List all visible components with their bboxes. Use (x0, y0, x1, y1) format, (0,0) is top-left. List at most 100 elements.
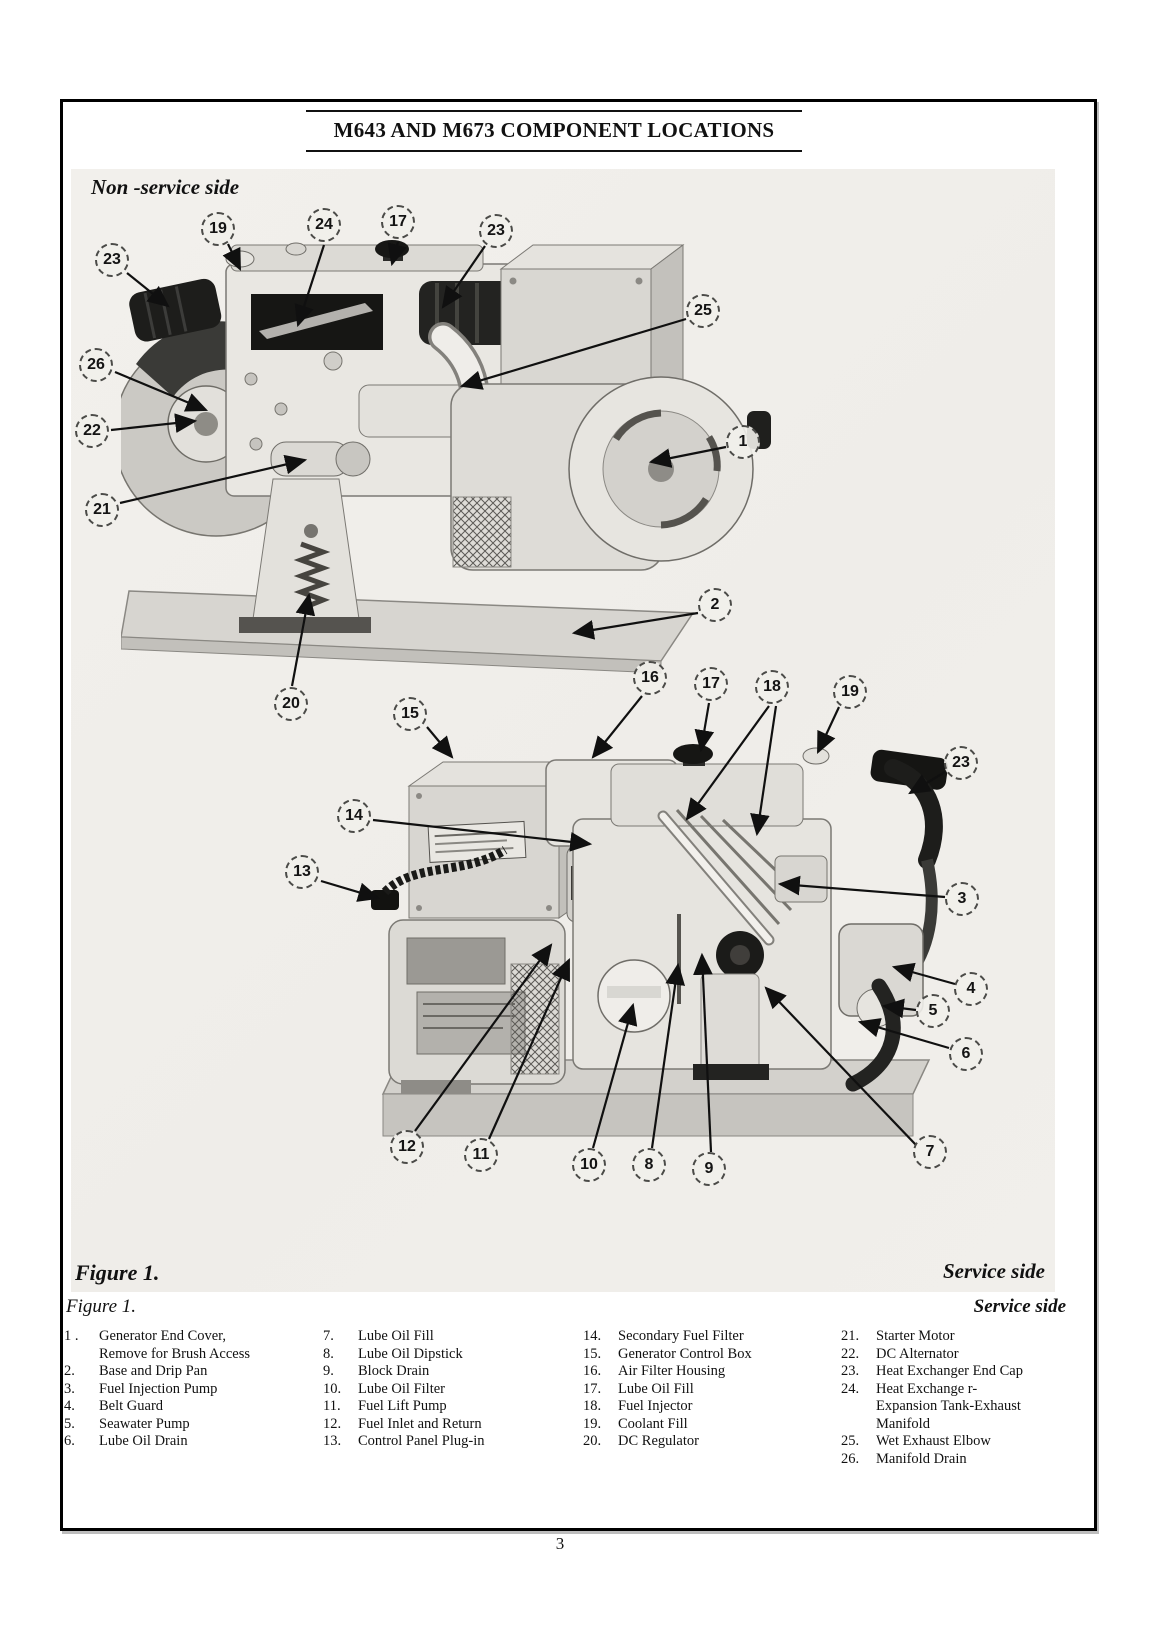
callout-5: 5 (916, 994, 950, 1028)
callout-8: 8 (632, 1148, 666, 1182)
lube-oil-fill-cap (673, 744, 713, 764)
callout-3: 3 (945, 882, 979, 916)
legend-text: DC Regulator (618, 1433, 699, 1449)
legend-text: Lube Oil Filter (358, 1380, 445, 1397)
legend-num: 3. (64, 1380, 75, 1397)
callout-6: 6 (949, 1037, 983, 1071)
callout-23: 23 (479, 214, 513, 248)
nonservice-side-label: Non -service side (91, 175, 240, 199)
legend-num: 22. (841, 1345, 860, 1362)
callout-21: 21 (85, 493, 119, 527)
legend-text: Heat Exchange r- Expansion Tank-Exhaust … (876, 1380, 1021, 1432)
callout-2: 2 (698, 588, 732, 622)
legend-num: 26. (841, 1450, 860, 1467)
legend-text: Fuel Lift Pump (358, 1398, 447, 1414)
legend-num: 19. (583, 1415, 602, 1432)
legend-text: Generator Control Box (618, 1345, 752, 1362)
legend-text: Lube Oil Drain (99, 1433, 188, 1449)
figure1-scan-label: Figure 1. (75, 1260, 160, 1285)
callout-19: 19 (201, 212, 235, 246)
coolant-fill-cap (225, 250, 255, 268)
service-side-scan-label: Service side (942, 1259, 1045, 1283)
legend-num: 15. (583, 1345, 602, 1362)
drip-pan (121, 590, 695, 674)
callout-23: 23 (944, 746, 978, 780)
engine-block (572, 744, 832, 1080)
legend-column-3: 14. Secondary Fuel Filter 15. Generator Co… (583, 1328, 833, 1451)
injector-pipe (659, 812, 773, 944)
legend-num: 2. (64, 1363, 75, 1379)
legend-text: Secondary Fuel Filter (618, 1328, 744, 1344)
vent-mesh (510, 963, 560, 1075)
legend-num: 16. (583, 1363, 602, 1379)
callout-16: 16 (633, 661, 667, 695)
legend-column-2: 7. Lube Oil Fill 8. Lube Oil Dipstick 9. Bl… (323, 1328, 573, 1451)
legend-num: 10. (323, 1380, 342, 1397)
legend-text: Coolant Fill (618, 1415, 688, 1432)
callout-20: 20 (274, 687, 308, 721)
legend-num: 12. (323, 1415, 342, 1432)
page-number: 3 (555, 1534, 565, 1553)
legend-num: 6. (64, 1433, 75, 1449)
callout-24: 24 (307, 208, 341, 242)
legend-text: Fuel Injection Pump (99, 1380, 218, 1397)
callout-1: 1 (726, 425, 760, 459)
legend-num: 23. (841, 1363, 860, 1379)
title-block: M643 AND M673 COMPONENT LOCATIONS (306, 110, 802, 152)
legend-num: 14. (583, 1328, 602, 1344)
legend-text: Seawater Pump (99, 1415, 190, 1432)
coolant-fill-cap (802, 747, 830, 765)
legend-text: Starter Motor (876, 1328, 955, 1344)
legend-text: Generator End Cover, Remove for Brush Ac… (99, 1328, 251, 1362)
callout-22: 22 (75, 414, 109, 448)
fuel-injection-pump (774, 855, 828, 903)
legend-text: Lube Oil Dipstick (358, 1345, 463, 1362)
legend-text: Lube Oil Fill (358, 1328, 434, 1344)
legend-num: 24. (841, 1380, 860, 1397)
legend-num: 17. (583, 1380, 602, 1397)
callout-11: 11 (464, 1138, 498, 1172)
legend-text: Belt Guard (99, 1398, 164, 1414)
legend-num: 11. (323, 1398, 341, 1414)
legend-text: DC Alternator (876, 1345, 959, 1362)
legend-num: 4. (64, 1398, 75, 1414)
page-title: M643 AND M673 COMPONENT LOCATIONS (333, 118, 775, 142)
legend-num: 20. (583, 1433, 602, 1449)
legend-text: Heat Exchanger End Cap (876, 1363, 1023, 1379)
mount-plate (700, 973, 760, 1071)
generator-housing (388, 919, 566, 1094)
callout-23: 23 (95, 243, 129, 277)
legend-num: 5. (64, 1415, 75, 1432)
figure1-caption: Figure 1. (66, 1296, 137, 1317)
legend-num: 8. (323, 1345, 334, 1362)
legend-num: 21. (841, 1328, 860, 1344)
legend-text: Fuel Injector (618, 1398, 693, 1414)
callout-25: 25 (686, 294, 720, 328)
legend-text: Base and Drip Pan (99, 1363, 208, 1379)
callout-17: 17 (381, 205, 415, 239)
legend-num: 18. (583, 1398, 602, 1414)
callout-9: 9 (692, 1152, 726, 1186)
callout-26: 26 (79, 348, 113, 382)
callout-7: 7 (913, 1135, 947, 1169)
callout-4: 4 (954, 972, 988, 1006)
legend-text: Lube Oil Fill (618, 1380, 694, 1397)
legend-text: Block Drain (358, 1363, 430, 1379)
legend-column-4: 21. Starter Motor 22. DC Alternator 23. Hea… (841, 1328, 1056, 1468)
callout-18: 18 (755, 670, 789, 704)
engine-illustration-nonservice (121, 240, 771, 674)
legend-num: 13. (323, 1433, 342, 1449)
callout-17: 17 (694, 667, 728, 701)
dc-regulator-coil (293, 541, 331, 611)
legend-num: 1 . (64, 1328, 79, 1344)
legend-text: Wet Exhaust Elbow (876, 1433, 991, 1449)
legend-text: Control Panel Plug-in (358, 1433, 485, 1449)
callout-10: 10 (572, 1148, 606, 1182)
callout-13: 13 (285, 855, 319, 889)
callout-19: 19 (833, 675, 867, 709)
legend-num: 7. (323, 1328, 334, 1344)
legend-num: 9. (323, 1363, 334, 1379)
callout-15: 15 (393, 697, 427, 731)
lube-oil-fill-cap (375, 240, 409, 258)
